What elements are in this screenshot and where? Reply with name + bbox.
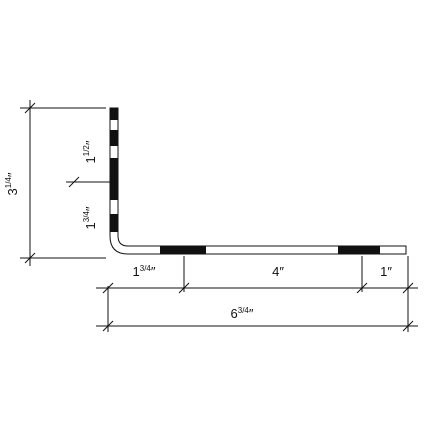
- extension-lines: [20, 107, 409, 332]
- horizontal-leg-stripes: [160, 246, 380, 254]
- vertical-leg-stripes: [110, 108, 118, 232]
- label-vertical-lower: 13/4″: [82, 206, 98, 229]
- label-horizontal-middle: 4″: [272, 264, 284, 279]
- dimension-ticks: [24, 102, 414, 332]
- label-horizontal-right: 1″: [380, 264, 392, 279]
- label-vertical-upper: 11/2″: [82, 140, 98, 163]
- label-vertical-total: 31/4″: [4, 172, 20, 195]
- dimension-lines: [29, 100, 418, 327]
- bracket-outline: [109, 107, 407, 255]
- label-horizontal-left: 13/4″: [133, 264, 156, 279]
- label-horizontal-total: 63/4″: [231, 306, 254, 321]
